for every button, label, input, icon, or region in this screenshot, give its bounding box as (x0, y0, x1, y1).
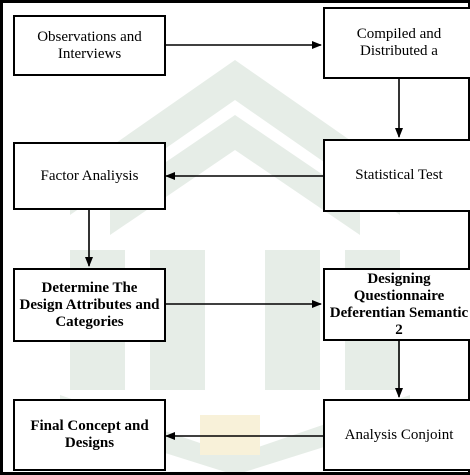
node-statistical-test: Statistical Test (323, 139, 470, 212)
node-factor-analysis: Factor Analiysis (13, 142, 166, 210)
node-label: Determine The Design Attributes and Cate… (19, 279, 160, 330)
node-analysis-conjoint: Analysis Conjoint (323, 399, 470, 471)
node-label: Statistical Test (355, 167, 443, 183)
node-label: Factor Analiysis (40, 167, 139, 184)
node-compiled-and-distributed: Compiled and Distributed a (323, 7, 470, 79)
node-label: Final Concept and Designs (30, 418, 149, 451)
node-observations-and-interviews: Observations and Interviews (13, 15, 166, 76)
node-label: Designing Questionnaire Deferentian Sema… (329, 270, 469, 338)
node-label: Observations and Interviews (37, 28, 142, 62)
node-final-concept-and-designs: Final Concept and Designs (13, 399, 166, 471)
node-designing-questionnaire: Designing Questionnaire Deferentian Sema… (323, 268, 470, 341)
node-determine-design-attributes: Determine The Design Attributes and Cate… (13, 268, 166, 342)
node-label: Compiled and Distributed a (356, 26, 442, 59)
node-label: Analysis Conjoint (344, 426, 454, 443)
